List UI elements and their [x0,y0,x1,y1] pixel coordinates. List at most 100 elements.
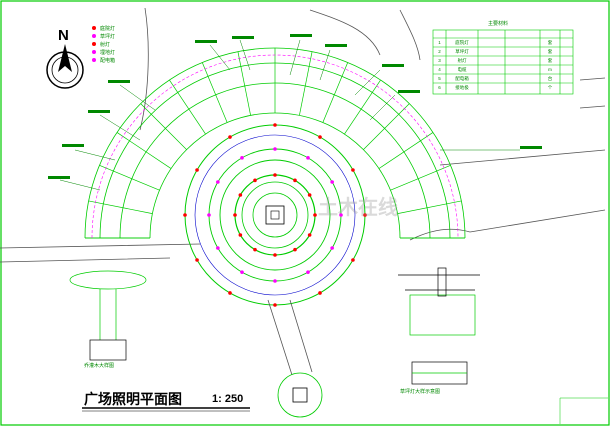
legend-cell-name: 接地极 [455,84,469,90]
fan-ray [363,103,410,150]
fixture-dot [273,123,277,127]
north-label: N [58,27,69,44]
symbol-legend-item: 庭院灯 [92,24,115,32]
fixture-dot [293,247,297,252]
fan-ray [390,164,451,191]
magenta-border [91,54,459,239]
fixture-dot [216,180,220,184]
fixture-dot [238,193,243,197]
fixture-dot [318,135,322,139]
fixture-dot [253,247,257,252]
fixture-symbol-icon [92,34,96,38]
legend-cell-unit: 套 [547,48,553,54]
annotation-tag [195,40,217,43]
watermark: 土木在线 [318,197,398,219]
fixture-dot [363,213,367,217]
legend-cell-name: 庭院灯 [455,39,469,45]
fixture-symbol-icon [92,50,96,54]
legend-table-row: 3 射灯 套 [433,56,560,65]
tree-detail-drawing [69,270,147,361]
symbol-legend-label: 埋地灯 [100,49,116,56]
legend-cell-no: 6 [438,85,441,90]
legend-cell-no: 3 [438,58,441,63]
fixture-dot [207,213,211,217]
drawing-scale: 1: 250 [212,393,244,405]
legend-cell-name: 电缆 [457,66,467,72]
annotation-tag [520,146,542,149]
fixture-dot [240,156,244,160]
fixture-dot [306,156,310,160]
corner-title-block [559,397,608,424]
symbol-legend-item: 射灯 [92,40,115,48]
fixture-symbol-icon [92,26,96,30]
fixture-dot [183,213,187,217]
fixture-dot [307,193,312,197]
fixture-dot [273,173,277,177]
legend-cell-unit: 个 [547,84,553,90]
annotation-tag [325,44,347,47]
fixture-dot [293,178,297,183]
road-lines [0,7,606,263]
symbol-legend-label: 配电箱 [100,57,116,64]
fixture-dot [307,233,312,237]
legend-cell-name: 配电箱 [455,75,469,81]
fan-ray [397,200,462,214]
fixture-dot [330,180,334,184]
fixture-dot [313,213,317,217]
fan-ray [116,132,172,169]
legend-cell-unit: 套 [547,57,553,63]
legend-table-grid [432,29,574,95]
fan-ray [140,103,187,150]
annotation-tag [398,90,420,93]
legend-cell-name: 射灯 [457,57,467,63]
fan-ray [237,51,251,116]
legend-table-heading: 主要材料 [488,21,509,27]
light-fixtures [183,123,367,307]
fixture-dot [238,233,243,237]
fan-ray [99,164,160,191]
annotation-tag [48,176,70,179]
annotation-tag [108,80,130,83]
fixture-dot [273,279,277,283]
annotation-tag [88,110,110,113]
annotation-tag [232,36,254,39]
fixture-dot [273,147,277,151]
fixture-dot [351,168,355,172]
tree-detail-label: 乔灌木大样图 [84,363,115,369]
annotation-leaders [59,39,520,191]
fixture-dot [240,270,244,274]
fixture-dot [253,178,257,183]
symbol-legend-item: 草坪灯 [92,32,115,40]
symbol-legend-label: 庭院灯 [100,25,116,32]
north-arrow-symbol [46,44,84,89]
lamp-detail-label: 草坪灯大样示意图 [400,389,441,395]
legend-cell-no: 5 [438,76,441,81]
legend-table-row: 2 草坪灯 套 [433,47,560,56]
annotation-tag [382,64,404,67]
fixture-dot [216,246,220,250]
fan-radial-lines [85,48,465,239]
lamp-detail-drawing [398,267,480,385]
legend-cell-no: 2 [438,49,441,54]
fixture-symbol-icon [92,58,96,62]
fixture-dot [306,270,310,274]
drawing-title: 广场照明平面图 [84,391,182,407]
center-feature-inner [270,210,280,220]
south-path [267,299,323,418]
fixture-dot [330,246,334,250]
fixture-dot [273,253,277,257]
legend-cell-name: 草坪灯 [455,48,469,54]
fixture-dot [351,258,355,262]
legend-cell-unit: m [548,67,552,72]
symbol-legend-item: 埋地灯 [92,48,115,56]
symbol-legend-label: 草坪灯 [100,33,116,40]
fixture-dot [233,213,237,217]
annotation-tag [290,34,312,37]
fan-ray [322,62,349,123]
